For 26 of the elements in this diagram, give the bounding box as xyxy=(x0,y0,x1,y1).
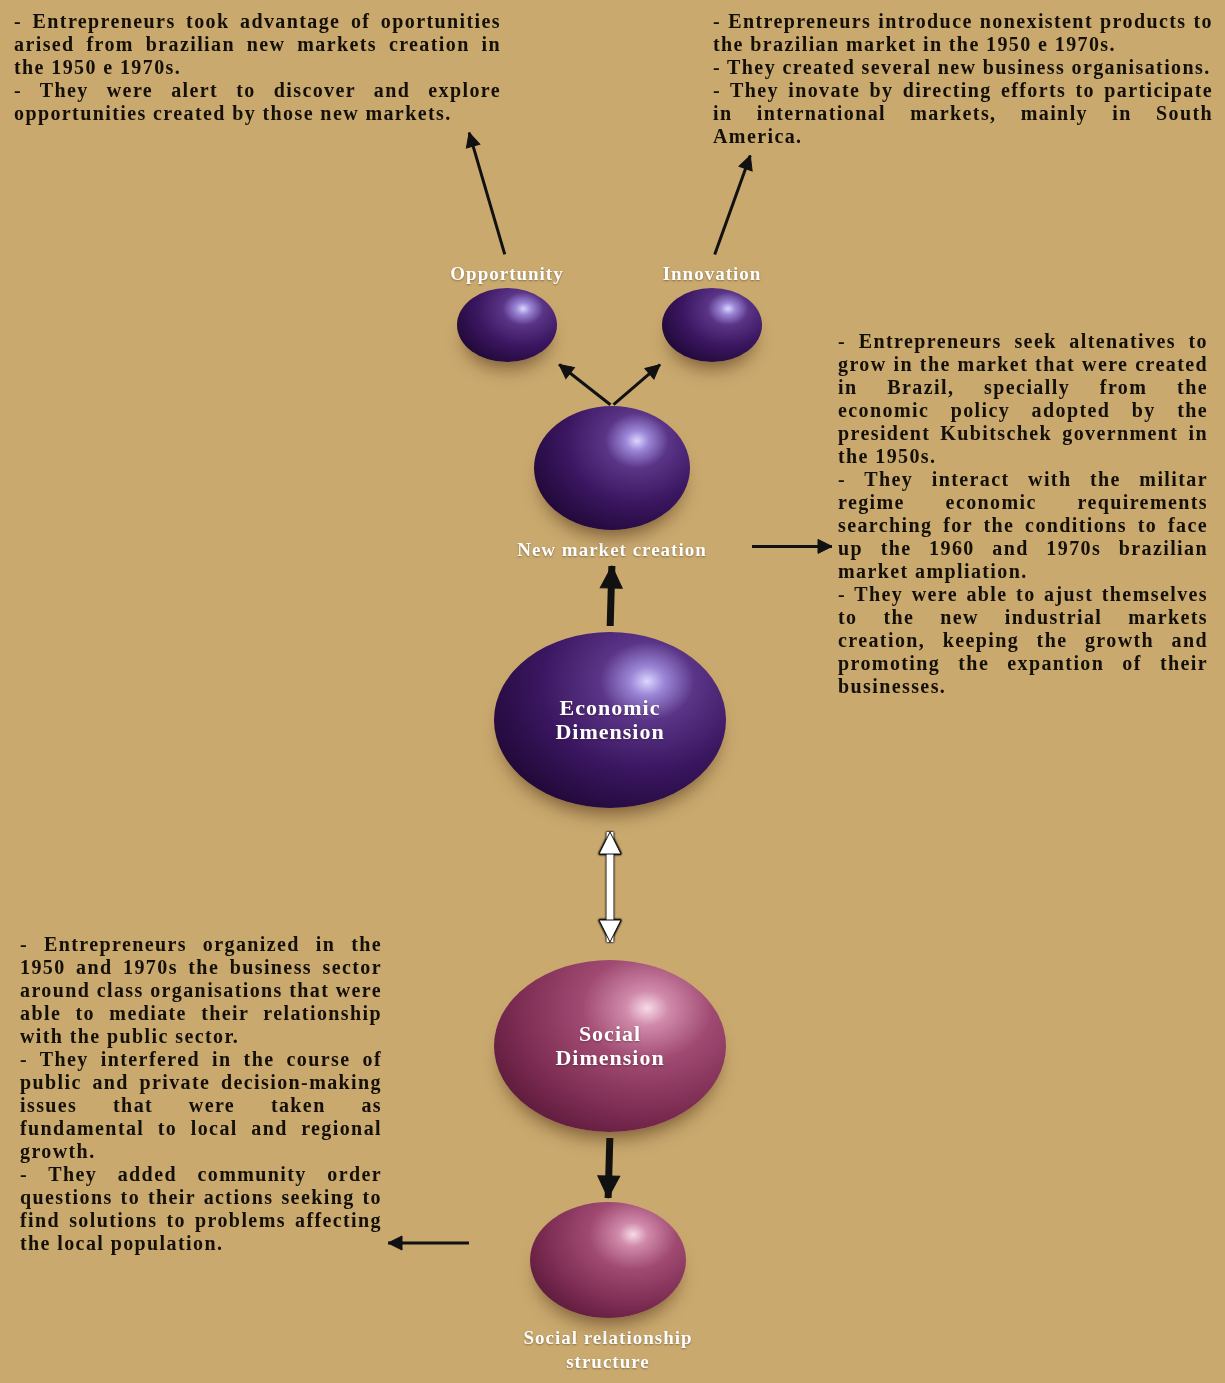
arrow xyxy=(558,363,612,406)
sphere-label: Social relationship structure xyxy=(522,1326,694,1374)
sphere-label: Innovation xyxy=(662,262,762,286)
text-paragraph: - They added community order questions to their actions seeking to find solutions to problems affecting the local population. xyxy=(20,1163,382,1255)
text-paragraph: - They were able to ajust themselves to the new industrial markets creation, keeping the growth and promoting the expantion of their businesses. xyxy=(838,583,1208,698)
text-paragraph: - Entrepreneurs introduce nonexistent products to the brazilian market in the 1950 e 1970s. xyxy=(713,10,1213,56)
arrow xyxy=(598,831,622,943)
arrow xyxy=(612,363,661,406)
arrow xyxy=(752,538,833,554)
sphere-label: New market creation xyxy=(517,538,707,562)
arrow xyxy=(387,1235,469,1251)
text-paragraph: - They were alert to discover and explore opportunities created by those new markets. xyxy=(14,79,501,125)
text-paragraph: - They created several new business organisations. xyxy=(713,56,1212,79)
sphere-label: Social Dimension xyxy=(554,1022,666,1070)
text-paragraph: - Entrepreneurs took advantage of oportunities arised from brazilian new markets creation in the 1950 e 1970s. xyxy=(14,10,501,79)
text-paragraph: - They interact with the militar regime economic requirements searching for the conditions to face up the 1960 and 1970s brazilian market ampliation. xyxy=(838,468,1208,583)
arrow xyxy=(465,132,507,255)
text-paragraph: - Entrepreneurs organized in the 1950 and 1970s the business sector around class organisations that were able to mediate their relationship with the public sector. xyxy=(20,933,382,1048)
text-paragraph: - They inovate by directing efforts to participate in international markets, mainly in South America. xyxy=(713,79,1213,148)
arrow xyxy=(597,1137,621,1199)
text-paragraph: - They interfered in the course of public and private decision-making issues that were taken as fundamental to local and regional growth. xyxy=(20,1048,382,1163)
sphere-label: Economic Dimension xyxy=(554,696,666,744)
arrow xyxy=(599,565,623,627)
text-paragraph: - Entrepreneurs seek altenatives to grow in the market that were created in Brazil, specially from the economic policy adopted by the president Kubitschek government in the 1950s. xyxy=(838,330,1208,468)
sphere-label: Opportunity xyxy=(450,262,564,286)
arrow xyxy=(713,155,753,255)
